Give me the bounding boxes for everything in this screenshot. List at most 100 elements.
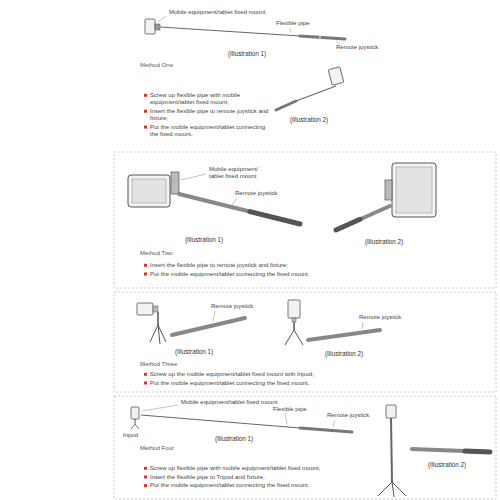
fixed-mount	[385, 180, 392, 200]
instruction-step: Put the mobile equipment/tablet connecti…	[150, 482, 375, 489]
instruction-step: Put the mobile equipment/tablet connecti…	[150, 124, 275, 138]
method-heading: Method Four	[140, 445, 174, 452]
leader-line	[232, 198, 237, 205]
instruction-step: Insert the flexible pipe to remote joyst…	[150, 262, 450, 269]
bullet-marker	[144, 110, 147, 113]
instruction-step: Put the mobile equipment/tablet connecti…	[150, 271, 450, 278]
joystick-handle	[250, 212, 300, 224]
joystick-button	[319, 36, 321, 38]
bullet-marker	[144, 126, 147, 129]
part-label: Mobile equipment/tablet fixed mount	[168, 9, 266, 16]
leader-line	[213, 311, 215, 322]
method-heading: Method Two	[140, 250, 173, 257]
tablet	[128, 175, 170, 207]
phone	[131, 407, 139, 419]
bullet-marker	[144, 467, 147, 470]
phone	[288, 300, 300, 318]
instruction-step: Screw up flexible pipe with mobile equip…	[150, 465, 375, 472]
illustration-caption: (Illustration 1)	[215, 435, 253, 443]
phone	[386, 405, 396, 418]
bullet-marker	[144, 373, 147, 376]
remote-joystick	[300, 36, 345, 39]
illustration-caption: (Illustration 2)	[428, 461, 466, 469]
bullet-marker	[144, 272, 147, 275]
illustration-caption: (Illustration 2)	[290, 116, 328, 124]
illustration-caption: (Illustration 1)	[228, 50, 266, 58]
bullet-marker	[144, 381, 147, 384]
remote-joystick	[412, 449, 490, 452]
flexible-pipe	[391, 418, 392, 482]
part-label: Remote joystick	[210, 303, 254, 310]
phone	[145, 19, 155, 34]
instruction-step: Insert the flexible pipe to Tripod and f…	[150, 474, 375, 481]
fixed-mount	[171, 172, 179, 194]
bullet-marker	[144, 475, 147, 478]
part-label: Mobile equipment/tablet fixed mount	[180, 399, 278, 406]
bullet-marker	[144, 484, 147, 487]
panel-frame	[114, 292, 496, 392]
instruction-step: Screw up flexible pipe with mobile equip…	[150, 92, 275, 106]
panel-frame	[114, 152, 496, 288]
inpod-stem	[157, 312, 159, 325]
inpod-leg	[294, 330, 303, 345]
part-label: Flexible pipe	[272, 406, 308, 413]
flexible-pipe	[296, 86, 336, 101]
method-heading: Method Three	[140, 361, 177, 368]
inpod-leg	[135, 424, 139, 429]
leader-line	[362, 322, 363, 329]
part-label: Remote joystick	[358, 314, 402, 321]
leader-line	[158, 16, 166, 22]
leader-line	[285, 413, 287, 424]
leader-line	[181, 174, 206, 180]
illustration-caption: (Illustration 2)	[365, 238, 403, 246]
illustration-caption: (Illustration 1)	[185, 236, 223, 244]
bullet-marker	[144, 264, 147, 267]
tablet-screen	[396, 167, 432, 213]
instruction-step: Screw up the mobile equipment/tablet fix…	[150, 371, 450, 378]
phone	[328, 67, 344, 86]
remote-joystick	[179, 194, 300, 224]
panel-frame	[114, 396, 496, 499]
fixed-mount	[292, 318, 296, 322]
remote-joystick	[300, 428, 352, 432]
tripod-leg	[392, 482, 406, 496]
phone	[137, 303, 153, 315]
inpod-stem	[293, 322, 295, 330]
illustration-caption: (Illustration 2)	[325, 350, 363, 358]
instruction-step: Insert the flexible pipe to remote joyst…	[150, 108, 275, 122]
flexible-pipe	[160, 27, 300, 36]
fixed-mount	[155, 24, 160, 30]
tripod-leg	[378, 482, 392, 496]
inpod-stem	[135, 419, 136, 424]
remote-joystick	[276, 101, 296, 110]
bullet-marker	[144, 94, 147, 97]
leader-line	[290, 28, 291, 33]
part-label: Inpod	[122, 432, 139, 439]
part-label: Remote joystick	[335, 44, 379, 51]
part-label: Remote joystick	[326, 412, 370, 419]
tablet	[392, 163, 436, 217]
leader-line	[142, 405, 178, 411]
fixed-mount	[153, 306, 158, 312]
tripod-leg	[392, 482, 394, 497]
remote-joystick	[308, 330, 380, 340]
inpod-leg	[285, 330, 294, 345]
joystick-handle	[336, 219, 360, 230]
instruction-step: Put the mobile equipment/tablet connecti…	[150, 380, 450, 387]
flexible-pipe	[141, 415, 300, 428]
tablet-screen	[132, 179, 166, 203]
part-label: Mobile equipment/ tablet fixed mount	[208, 166, 272, 180]
inpod-leg	[150, 325, 158, 342]
part-label: Flexible pipe	[275, 20, 311, 27]
inpod-leg	[158, 325, 160, 344]
remote-joystick	[172, 318, 245, 335]
part-label: Remote joystick	[234, 190, 278, 197]
method-heading: Method One	[140, 62, 173, 69]
leader-line	[333, 420, 335, 427]
illustration-caption: (Illustration 1)	[175, 348, 213, 356]
inpod-leg	[131, 424, 135, 429]
